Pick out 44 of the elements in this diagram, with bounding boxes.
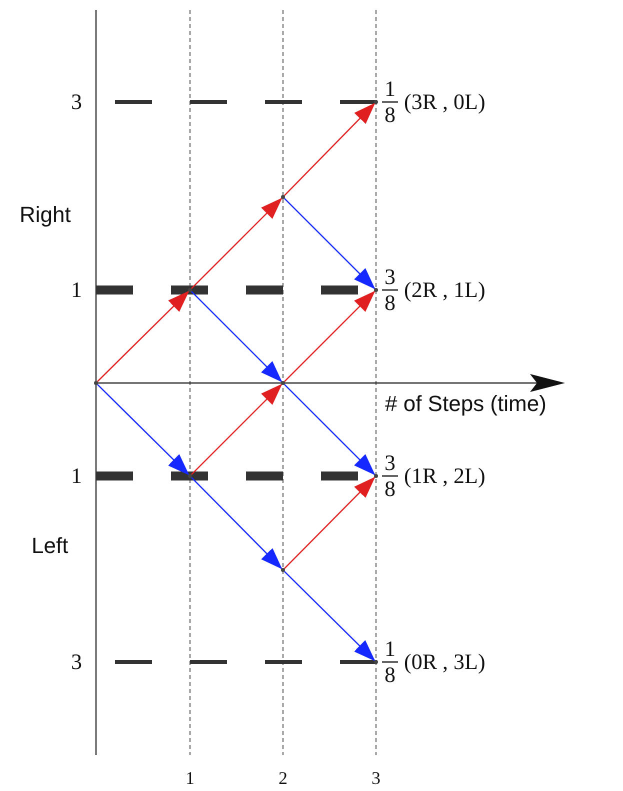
arrow xyxy=(284,290,376,382)
junction-point xyxy=(188,288,192,292)
fraction-denominator: 8 xyxy=(384,292,396,314)
axis-title: # of Steps (time) xyxy=(385,393,546,415)
arrow xyxy=(190,290,282,382)
junction-point xyxy=(374,660,378,664)
junction-point xyxy=(188,474,192,478)
level-number: 3 xyxy=(71,91,82,113)
arrow xyxy=(284,384,376,476)
fraction-numerator: 3 xyxy=(384,452,396,474)
arrow xyxy=(284,198,376,290)
junction-point xyxy=(281,381,285,385)
step-count-label: (0R , 3L) xyxy=(404,651,486,673)
level-number: 3 xyxy=(71,651,82,673)
junction-point xyxy=(374,474,378,478)
arrow xyxy=(284,570,376,662)
junction-point xyxy=(281,195,285,199)
arrow xyxy=(284,476,376,570)
fraction-denominator: 8 xyxy=(384,104,396,126)
fraction-numerator: 3 xyxy=(384,266,396,288)
step-count-label: (3R , 0L) xyxy=(404,91,486,113)
fraction-numerator: 1 xyxy=(384,638,396,660)
step-count-label: (1R , 2L) xyxy=(404,465,486,487)
junction-point xyxy=(374,100,378,104)
tick-label: 3 xyxy=(372,769,380,787)
axis-title: Left xyxy=(32,535,68,557)
level-number: 1 xyxy=(71,465,82,487)
junction-point xyxy=(281,568,285,572)
fraction-denominator: 8 xyxy=(384,478,396,500)
arrow xyxy=(190,198,282,290)
fraction-numerator: 1 xyxy=(384,78,396,100)
tick-label: 2 xyxy=(278,769,288,787)
junction-point xyxy=(374,288,378,292)
axis-title: Right xyxy=(20,204,71,226)
arrow xyxy=(96,290,190,382)
arrow xyxy=(190,476,282,570)
arrow xyxy=(96,384,190,476)
fraction-denominator: 8 xyxy=(384,664,396,686)
arrow xyxy=(190,384,282,476)
junction-point xyxy=(94,381,98,385)
level-number: 1 xyxy=(71,279,82,301)
step-count-label: (2R , 1L) xyxy=(404,279,486,301)
arrow xyxy=(284,102,376,196)
tick-label: 1 xyxy=(186,769,194,787)
